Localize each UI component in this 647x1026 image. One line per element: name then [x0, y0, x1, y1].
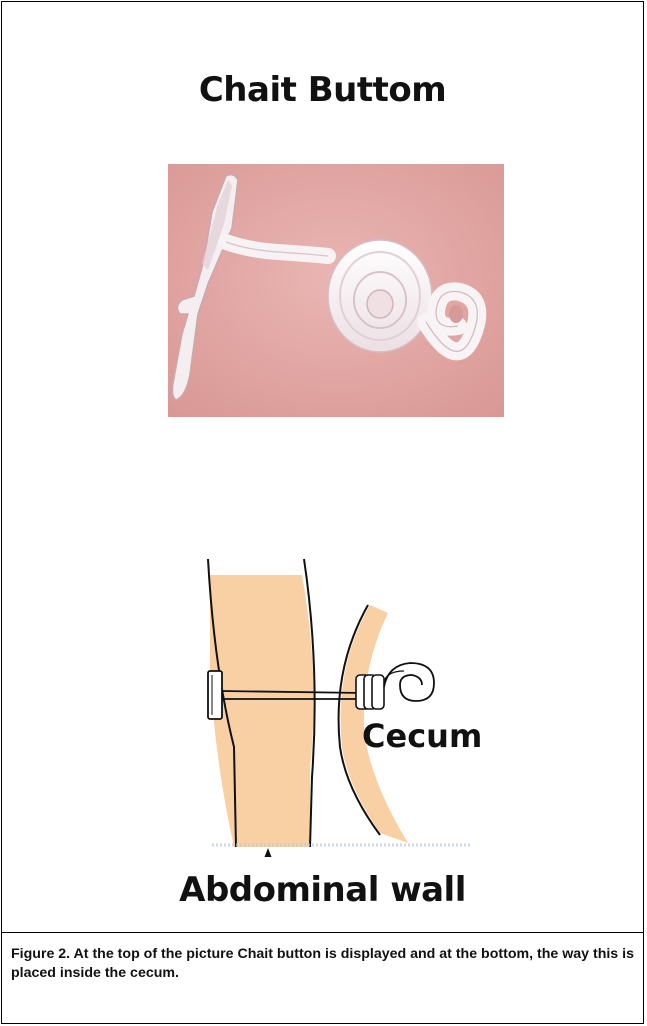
- chait-button-photo: [168, 164, 504, 417]
- abdominal-wall-label: Abdominal wall: [2, 870, 643, 910]
- figure-caption: Figure 2. At the top of the picture Chai…: [11, 945, 639, 983]
- caption-divider: [2, 932, 643, 933]
- cecum-label: Cecum: [362, 717, 482, 755]
- figure-title: Chait Buttom: [2, 70, 643, 110]
- arrow-up-icon: [261, 848, 275, 857]
- placement-diagram: Cecum: [142, 557, 522, 857]
